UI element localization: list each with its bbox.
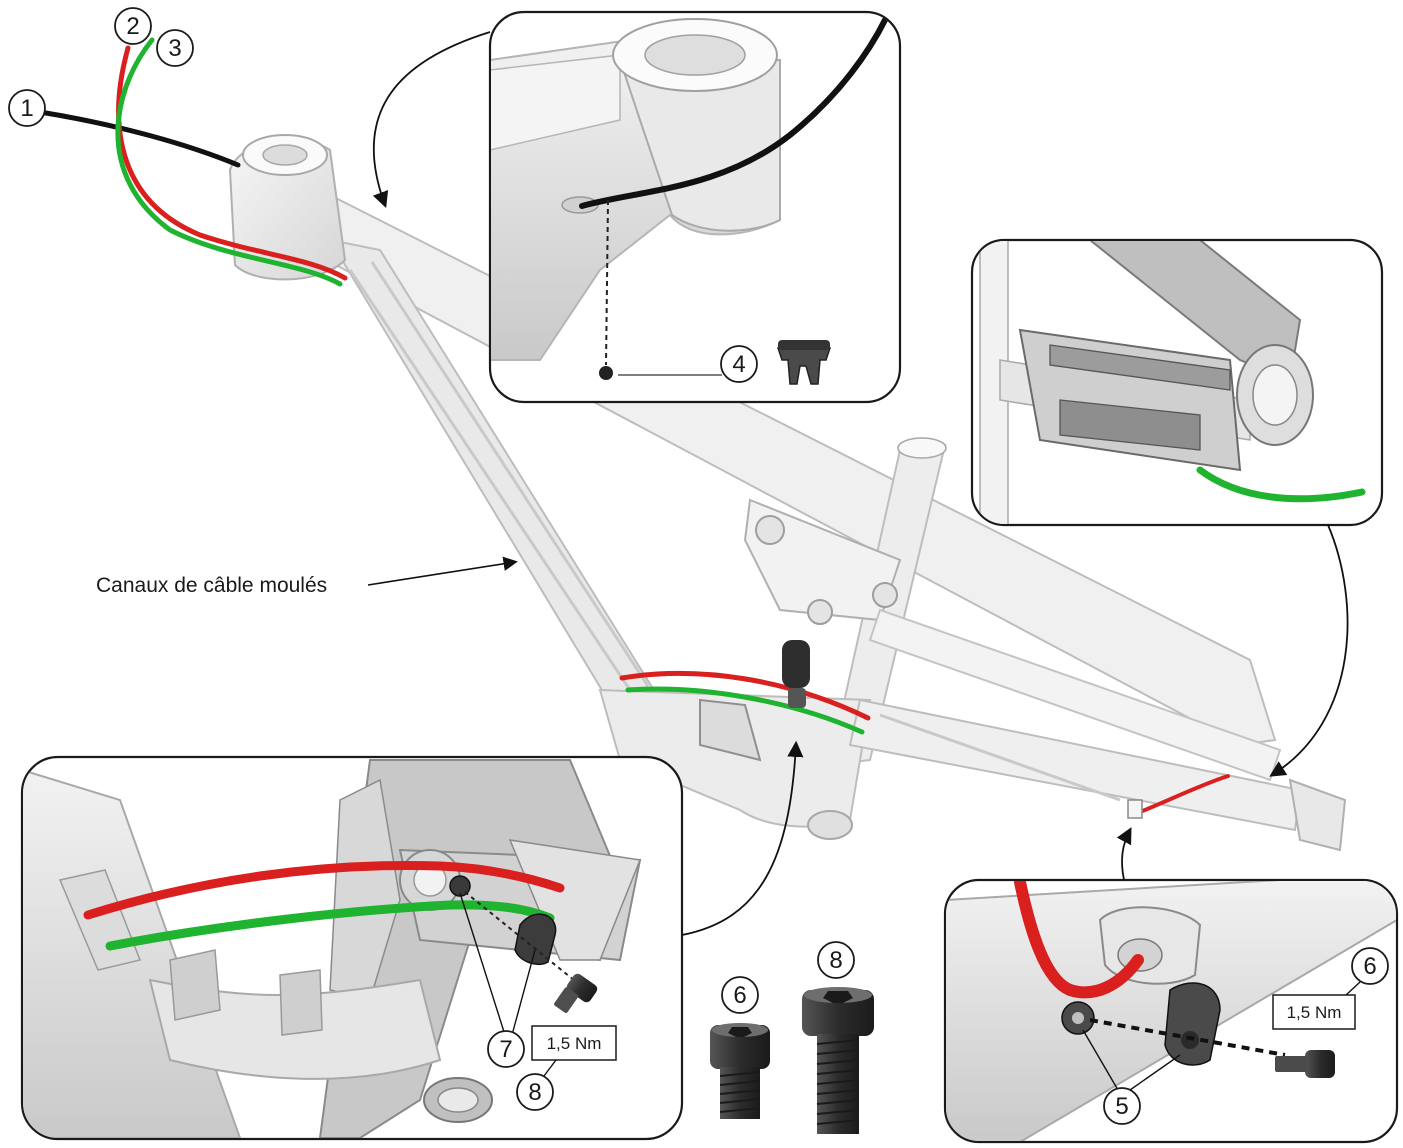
inset-green-cable-bb [105,900,555,951]
cable-grommet-icon [776,340,832,385]
svg-text:2: 2 [126,13,139,40]
callout-6-inset: 6 [1351,947,1389,985]
inset-black-cable [579,17,888,209]
arrow-inset3 [681,740,804,936]
svg-text:1: 1 [20,95,33,122]
callout-2: 2 [114,7,152,45]
inset-red-cable-stay [1014,881,1144,999]
svg-text:6: 6 [1363,953,1376,980]
bolt-icon [710,1023,770,1119]
svg-text:1,5 Nm: 1,5 Nm [547,1034,602,1053]
svg-text:5: 5 [1115,1093,1128,1120]
inset-chainstay-guide: 5 6 1,5 Nm [943,878,1399,1144]
torque-label-stay: 1,5 Nm [1272,994,1356,1030]
cable-red-stay [1138,774,1230,814]
callout-3: 3 [156,29,194,67]
bolt-icon [802,987,874,1134]
inset-head-tube: 4 [488,10,902,404]
cable-channels-label: Canaux de câble moulés [96,574,327,597]
bolt-icon [554,973,598,1013]
inset-bottom-bracket: 7 1,5 Nm 8 [20,755,684,1141]
callout-8-bolt: 8 [817,941,855,979]
cable-green-bb [625,686,865,735]
svg-text:3: 3 [168,35,181,62]
callout-7: 7 [487,1030,525,1068]
svg-text:4: 4 [732,351,745,378]
callout-8-bb: 8 [516,1073,554,1111]
main-cables [37,37,1230,814]
svg-text:7: 7 [499,1036,512,1063]
seat-stay [868,608,1282,782]
cable-channels-label-group: Canaux de câble moulés [96,556,518,597]
bolt-6-standalone: 6 [710,976,770,1119]
callout-5: 5 [1103,1087,1141,1125]
cable-1-black [37,109,241,168]
svg-text:6: 6 [733,982,746,1009]
arrow-inset4 [1116,827,1132,881]
callout-6-bolt: 6 [721,976,759,1014]
cable-guide-icon [1164,982,1221,1066]
svg-text:8: 8 [829,947,842,974]
svg-text:1,5 Nm: 1,5 Nm [1287,1003,1342,1022]
shock-hardware [699,640,1143,819]
cable-3-green [115,37,343,287]
cable-red-bb [619,670,871,721]
bolt-icon [1275,1050,1335,1078]
cable-guide-icon [449,875,557,966]
inset-rear-pivot [970,238,1384,527]
callout-4: 4 [720,345,758,383]
bolt-8-standalone: 8 [802,941,874,1134]
callout-1: 1 [8,89,46,127]
inset-red-cable [83,860,565,920]
rear-dropout [1288,778,1347,852]
torque-label-bb: 1,5 Nm [531,1025,617,1061]
inset-green-cable [1196,466,1366,503]
arrow-inset2 [1269,524,1349,777]
svg-text:8: 8 [528,1079,541,1106]
arrow-inset1 [372,31,491,209]
